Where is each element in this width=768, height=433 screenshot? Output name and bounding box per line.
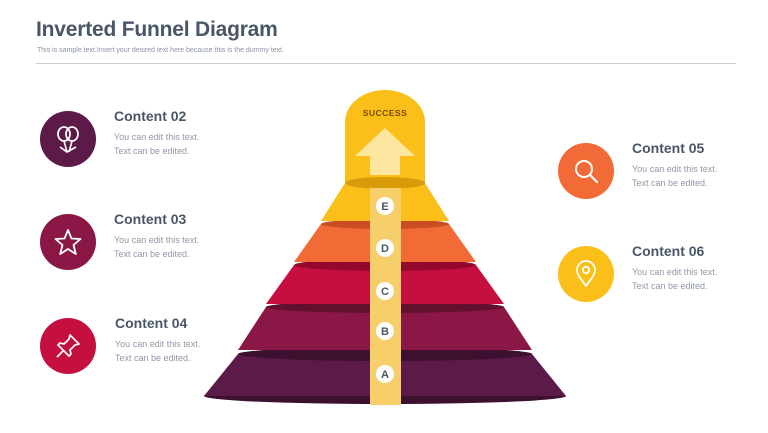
badge-b-letter: B [381, 326, 389, 338]
page-subtitle: This is sample text.Insert your desired … [37, 47, 285, 54]
content-03-badge [40, 214, 96, 270]
content-04-text-2: Text can be edited. [115, 353, 191, 363]
content-02-text-1: You can edit this text. [114, 132, 200, 142]
badge-e: E [376, 197, 394, 215]
content-03-heading: Content 03 [114, 211, 187, 227]
pin-icon [56, 334, 80, 358]
content-02-text-2: Text can be edited. [114, 146, 190, 156]
badge-a: A [376, 365, 394, 383]
content-02-heading: Content 02 [114, 108, 187, 124]
search-icon [575, 160, 599, 184]
content-06-text-1: You can edit this text. [632, 267, 718, 277]
badge-d-letter: D [381, 243, 389, 255]
content-06-badge [558, 246, 614, 302]
balloons-icon [57, 126, 79, 153]
content-04-heading: Content 04 [115, 315, 188, 331]
badge-a-letter: A [381, 369, 389, 381]
content-05-text-2: Text can be edited. [632, 178, 708, 188]
location-icon [576, 260, 596, 287]
title-divider [36, 63, 736, 64]
up-arrow-icon [355, 128, 415, 175]
badge-d: D [376, 239, 394, 257]
content-04-badge [40, 318, 96, 374]
content-02-badge [40, 111, 96, 167]
content-03-text-2: Text can be edited. [114, 249, 190, 259]
content-05-badge [558, 143, 614, 199]
content-05-heading: Content 05 [632, 140, 705, 156]
badge-e-letter: E [381, 201, 388, 213]
badge-b: B [376, 322, 394, 340]
star-icon [54, 229, 82, 255]
content-06-heading: Content 06 [632, 243, 705, 259]
content-05-text-1: You can edit this text. [632, 164, 718, 174]
content-06-text-2: Text can be edited. [632, 281, 708, 291]
content-04-text-1: You can edit this text. [115, 339, 201, 349]
page-title: Inverted Funnel Diagram [36, 18, 278, 41]
success-label: SUCCESS [363, 108, 408, 118]
badge-c-letter: C [381, 286, 389, 298]
capsule-rim [345, 177, 425, 189]
content-03-text-1: You can edit this text. [114, 235, 200, 245]
badge-c: C [376, 282, 394, 300]
